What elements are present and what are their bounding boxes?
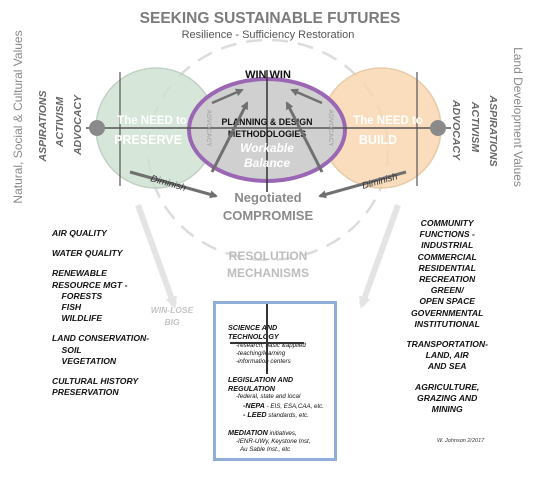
science-heading-2: TECHNOLOGY: [228, 331, 279, 341]
build-advocacy-tag: ADVOCACY: [327, 109, 334, 147]
win-win-label: WIN WIN: [245, 69, 291, 81]
science-item: -teaching/learning: [236, 350, 286, 357]
natural-value-spacer: [52, 324, 149, 333]
development-value-item: FUNCTIONS -: [419, 229, 475, 240]
mediation-heading: MEDIATION initiatives,: [228, 427, 324, 438]
leed-item: - LEED standards, etc.: [236, 411, 324, 420]
science-item: -information centers: [236, 358, 291, 366]
development-value-spacer: [406, 330, 488, 339]
nepa-detail: - EIS, ESA,CAA, etc.: [264, 402, 324, 410]
development-value-item: AGRICULTURE,: [415, 381, 480, 392]
left-side-label: Natural, Social & Cultural Values: [11, 30, 25, 203]
development-value-item: MINING: [431, 404, 463, 415]
nepa-item: -NEPA - EIS, ESA,CAA, etc.: [236, 400, 324, 411]
preserve-line2: PRESERVE: [114, 133, 182, 147]
diminish-arrow-left: [129, 170, 218, 199]
development-value-item: INDUSTRIAL: [421, 240, 474, 251]
natural-value-item: SOIL: [52, 344, 82, 355]
win-lose-arrow-right: [359, 203, 401, 309]
development-value-item: TRANSPORTATION-: [406, 339, 488, 350]
legislation-heading-1: LEGISLATION AND: [228, 374, 294, 384]
development-value-item: RESIDENTIAL: [418, 262, 476, 273]
win-lose-line1: WIN-LOSE: [151, 305, 194, 315]
build-line2: BUILD: [359, 133, 397, 147]
build-line1: The NEED to: [353, 115, 423, 127]
box-axis-line: [266, 304, 268, 374]
legislation-heading-2: REGULATION: [228, 383, 275, 393]
natural-value-item: LAND CONSERVATION-: [52, 333, 150, 344]
natural-value-item: RESOURCE MGT -: [52, 279, 128, 290]
natural-value-item: PRESERVATION: [52, 387, 119, 398]
leed-detail: standards, etc.: [266, 412, 309, 420]
right-activism: ACTIVISM: [469, 101, 481, 152]
preserve-advocacy-tag: ADVOCACY: [205, 109, 212, 147]
workable-line2: Balance: [244, 156, 290, 170]
win-lose-arrow-left: [135, 203, 177, 309]
negotiated-line1: Negotiated: [234, 190, 301, 205]
development-value-item: GREEN/: [430, 285, 464, 296]
arrow-preserve-to-center: [211, 88, 244, 105]
win-lose-line2: BIG: [164, 317, 180, 327]
arrow-preserve-up: [210, 101, 249, 173]
mediation-item: Au Sable Inst., etc: [240, 446, 291, 454]
negotiated-line2: COMPROMISE: [223, 208, 314, 223]
left-aspirations: ASPIRATIONS: [37, 91, 49, 163]
natural-value-item: CULTURAL HISTORY: [52, 376, 139, 387]
development-value-item: GRAZING AND: [417, 392, 478, 403]
natural-value-item: WILDLIFE: [52, 313, 103, 324]
arrow-build-to-center: [290, 88, 323, 105]
planning-line1: PLANNING & DESIGN: [222, 117, 313, 127]
legislation-item: -federal, state and local: [236, 393, 301, 401]
workable-line1: Workable: [240, 141, 294, 155]
title: SEEKING SUSTAINABLE FUTURES: [140, 10, 401, 27]
development-value-spacer: [406, 373, 488, 382]
right-aspirations: ASPIRATIONS: [487, 95, 499, 167]
mediation-detail: initiatives,: [267, 429, 297, 437]
nepa-label: -NEPA: [243, 400, 265, 410]
development-value-item: GOVERNMENTAL: [410, 307, 484, 318]
natural-value-item: AIR QUALITY: [52, 228, 107, 238]
development-value-item: LAND, AIR: [425, 350, 469, 361]
preserve-line1: The NEED to: [117, 115, 187, 127]
natural-value-spacer: [52, 367, 149, 376]
development-value-item: INSTITUTIONAL: [414, 318, 480, 329]
development-value-item: AND SEA: [427, 361, 467, 372]
natural-value-item: WATER QUALITY: [52, 248, 123, 259]
box-axis-cross: [230, 342, 304, 344]
development-value-item: COMMUNITY: [420, 218, 474, 228]
resolution-line2: MECHANISMS: [227, 266, 309, 280]
resolution-line1: RESOLUTION: [229, 249, 308, 263]
left-knob: [89, 120, 105, 136]
planning-line2: METHODOLOGIES: [228, 129, 306, 139]
credit: W. Johnson 2/2017: [437, 438, 485, 444]
natural-value-spacer: [52, 259, 149, 268]
natural-value-item: RENEWABLE: [52, 268, 107, 279]
development-value-item: OPEN SPACE: [419, 296, 476, 307]
science-item: -research; basic &applied: [236, 341, 306, 349]
natural-value-item: VEGETATION: [52, 355, 117, 366]
arrow-build-up: [285, 101, 324, 173]
mediation-item: -IENR-UWy, Keystone Inst,: [236, 438, 311, 446]
development-value-item: COMMERCIAL: [417, 251, 477, 262]
mediation-label: MEDIATION: [228, 427, 268, 437]
science-heading-1: SCIENCE AND: [228, 323, 278, 332]
right-side-label: Land Development Values: [511, 47, 525, 187]
right-advocacy: ADVOCACY: [450, 99, 462, 161]
leed-label: - LEED: [243, 410, 267, 420]
subtitle: Resilience - Sufficiency Restoration: [182, 29, 355, 41]
natural-value-item: FISH: [52, 302, 82, 313]
diminish-arrow-right: [318, 170, 407, 199]
left-advocacy: ADVOCACY: [72, 94, 84, 156]
development-value-item: RECREATION: [419, 274, 476, 285]
resolution-mechanisms-box: SCIENCE AND TECHNOLOGY -research; basic …: [213, 301, 337, 461]
natural-value-spacer: [52, 239, 149, 248]
natural-value-item: FORESTS: [52, 290, 103, 301]
left-activism: ACTIVISM: [54, 97, 66, 148]
right-knob: [430, 120, 446, 136]
